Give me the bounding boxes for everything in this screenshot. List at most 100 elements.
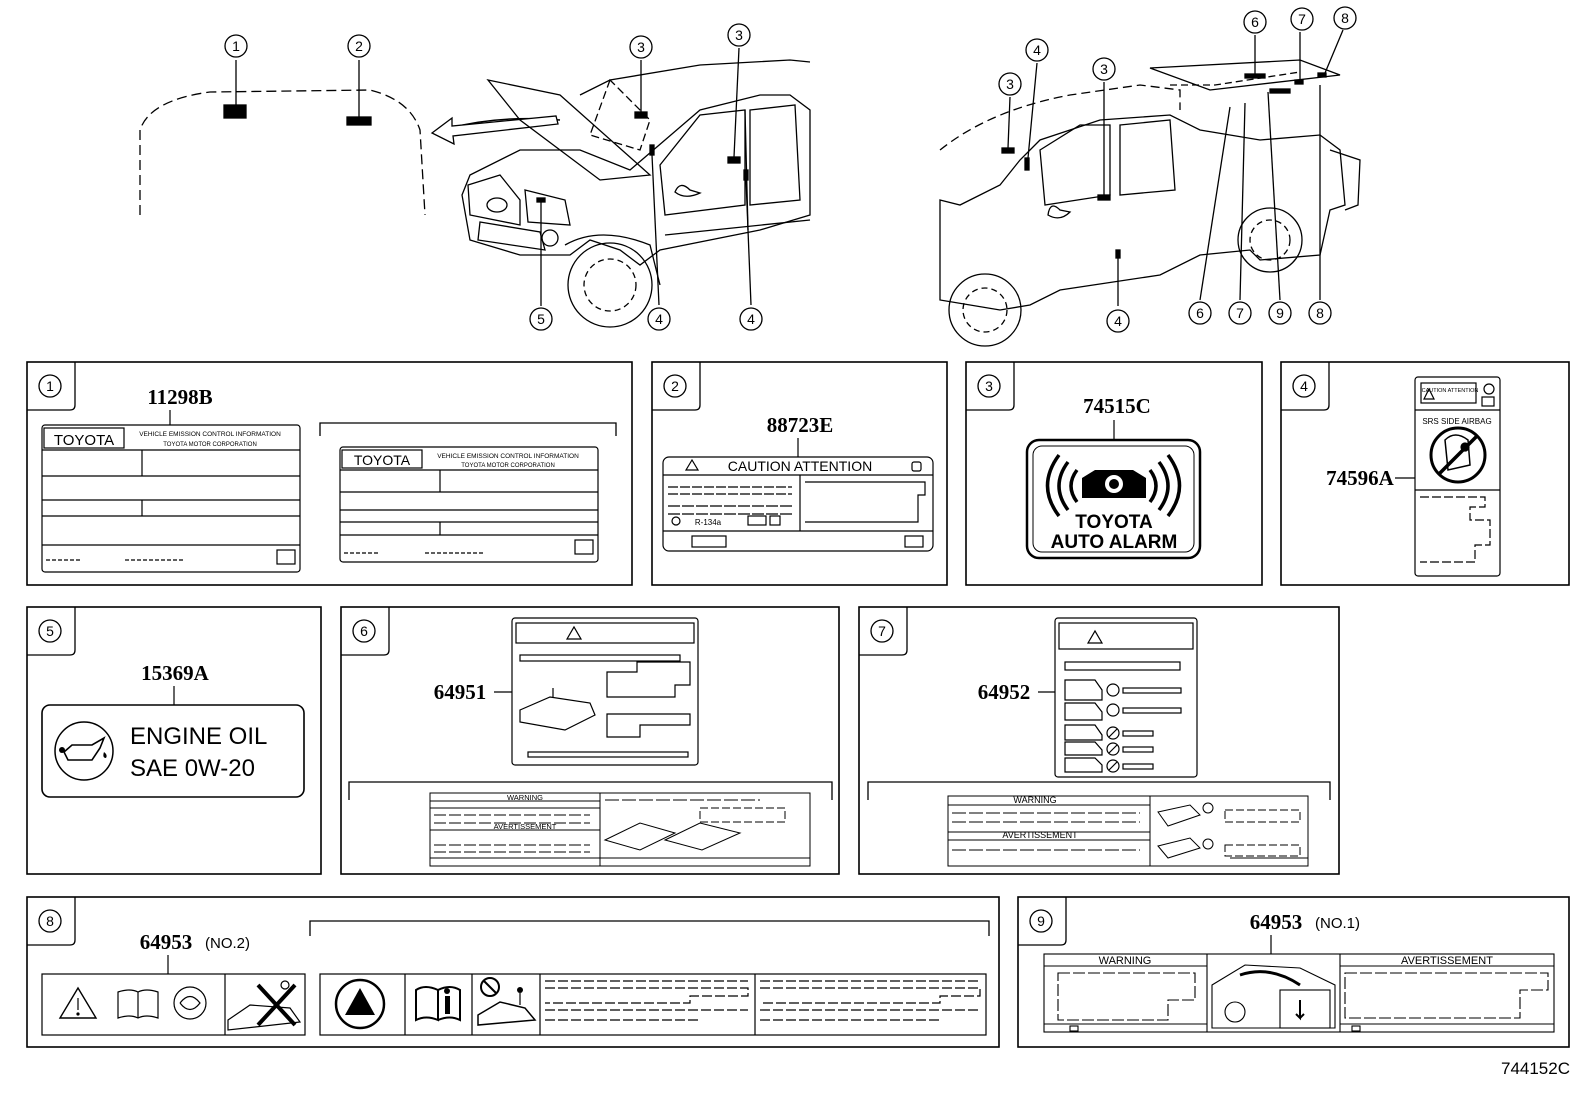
svg-text:3: 3 [1006,76,1014,92]
airbag-text: SRS SIDE AIRBAG [1422,417,1491,426]
part-number: 64952 [978,680,1031,704]
bed-warning-label-top [511,617,699,766]
panel-4: 4 74596A CAUTION ATTENTION SRS SIDE AIRB… [1280,361,1570,586]
svg-text:3: 3 [1100,61,1108,77]
brand-text: TOYOTA [54,432,114,449]
svg-text:4: 4 [655,311,663,327]
callout-7a: 7 [1290,7,1314,31]
svg-text:7: 7 [1298,11,1306,27]
callout-7b: 7 [1228,301,1252,325]
callout-2-top: 2 [347,34,371,58]
svg-text:3: 3 [637,39,645,55]
tie-down-label-bottom [947,795,1309,867]
emission-label-a [41,424,301,573]
srs-airbag-label [1414,376,1501,577]
truck-front-illustration [461,47,811,328]
panel-number: 7 [878,623,886,639]
part-number: 74515C [1083,394,1151,418]
engine-oil-label: ENGINE OIL SAE 0W-20 [41,704,305,798]
hood-detail [139,60,561,216]
label-line-2: TOYOTA MOTOR CORPORATION [163,442,257,448]
callout-4b: 4 [739,307,763,331]
callout-3d: 3 [1092,57,1116,81]
callout-8a: 8 [1333,6,1357,30]
label-line-1: VEHICLE EMISSION CONTROL INFORMATION [437,453,579,460]
callout-9a: 9 [1268,301,1292,325]
warning-text: WARNING [1013,795,1056,805]
warning-text: WARNING [1099,955,1152,967]
panel-3: 3 74515C TOYOTA AUTO ALARM [965,361,1263,586]
panel-number: 8 [46,913,54,929]
caution-header: CAUTION ATTENTION [728,458,872,474]
panel-number: 1 [46,378,54,394]
callout-4c: 4 [1025,38,1049,62]
svg-text:7: 7 [1236,305,1244,321]
panel-5: 5 15369A ENGINE OIL SAE 0W-20 [26,606,322,875]
bed-warning-label-bottom [429,792,811,867]
refrigerant-text: R-134a [695,518,722,527]
label-line-2: TOYOTA MOTOR CORPORATION [461,463,555,469]
avertissement-text: AVERTISSEMENT [1401,955,1493,967]
tie-down-label-top [1054,617,1198,778]
callout-6b: 6 [1188,301,1212,325]
auto-alarm-decal: TOYOTA AUTO ALARM [1025,438,1202,560]
callout-1-top: 1 [224,34,248,58]
truck-rear-illustration [939,29,1361,347]
part-number: 74596A [1326,466,1395,490]
callout-8b: 8 [1308,301,1332,325]
oil-line-2: SAE 0W-20 [130,755,255,782]
emission-label-b [339,446,599,563]
drawing-id: 744152C [1501,1059,1570,1078]
panel-7: 7 64952 [858,606,1340,875]
svg-text:3: 3 [735,27,743,43]
caution-text: CAUTION ATTENTION [1422,388,1479,394]
panel-number: 6 [360,623,368,639]
callout-number: 2 [355,38,363,54]
label-line-1: VEHICLE EMISSION CONTROL INFORMATION [139,431,281,438]
part-number: 11298B [147,385,212,409]
part-number: 64953 [140,930,193,954]
callout-number: 1 [232,38,240,54]
panel-number: 4 [1300,378,1308,394]
panel-1: 1 11298B TOYOTA VEHICLE EMISSION CONTROL… [26,361,633,586]
avertissement-text: AVERTISSEMENT [494,822,557,831]
tailgate-label-large [319,973,987,1036]
callout-4a: 4 [647,307,671,331]
callout-6a: 6 [1243,10,1267,34]
callout-3c: 3 [998,72,1022,96]
panel-number: 5 [46,623,54,639]
panel-number: 2 [671,378,679,394]
part-number: 64953 [1250,910,1303,934]
svg-text:8: 8 [1316,305,1324,321]
svg-text:4: 4 [1114,313,1122,329]
panel-number: 3 [985,378,993,394]
brand-text: TOYOTA [354,452,411,468]
svg-text:9: 9 [1276,305,1284,321]
panel-9: 9 64953 (NO.1) WARNING AVERTISSEMENT [1017,896,1570,1048]
svg-text:4: 4 [747,311,755,327]
svg-text:6: 6 [1251,14,1259,30]
tailgate-label-small [41,973,306,1036]
oil-line-1: ENGINE OIL [130,723,267,750]
panel-8: 8 64953 (NO.2) [26,896,1000,1048]
panel-6: 6 64951 [340,606,840,875]
part-number: 15369A [141,661,210,685]
callout-3a: 3 [629,35,653,59]
svg-text:6: 6 [1196,305,1204,321]
callout-4d: 4 [1106,309,1130,333]
part-number: 88723E [767,413,834,437]
callout-5a: 5 [529,307,553,331]
part-suffix: (NO.2) [205,935,250,952]
part-number: 64951 [434,680,487,704]
callout-3b: 3 [727,23,751,47]
alarm-line-2: AUTO ALARM [1051,532,1178,553]
avertissement-text: AVERTISSEMENT [1002,830,1078,840]
bed-extender-label [1043,953,1555,1033]
ac-caution-label [662,456,934,552]
part-suffix: (NO.1) [1315,915,1360,932]
svg-text:5: 5 [537,311,545,327]
svg-text:4: 4 [1033,42,1041,58]
panel-number: 9 [1037,913,1045,929]
panel-2: 2 88723E CAUTION ATTENTION R-134a [651,361,948,586]
